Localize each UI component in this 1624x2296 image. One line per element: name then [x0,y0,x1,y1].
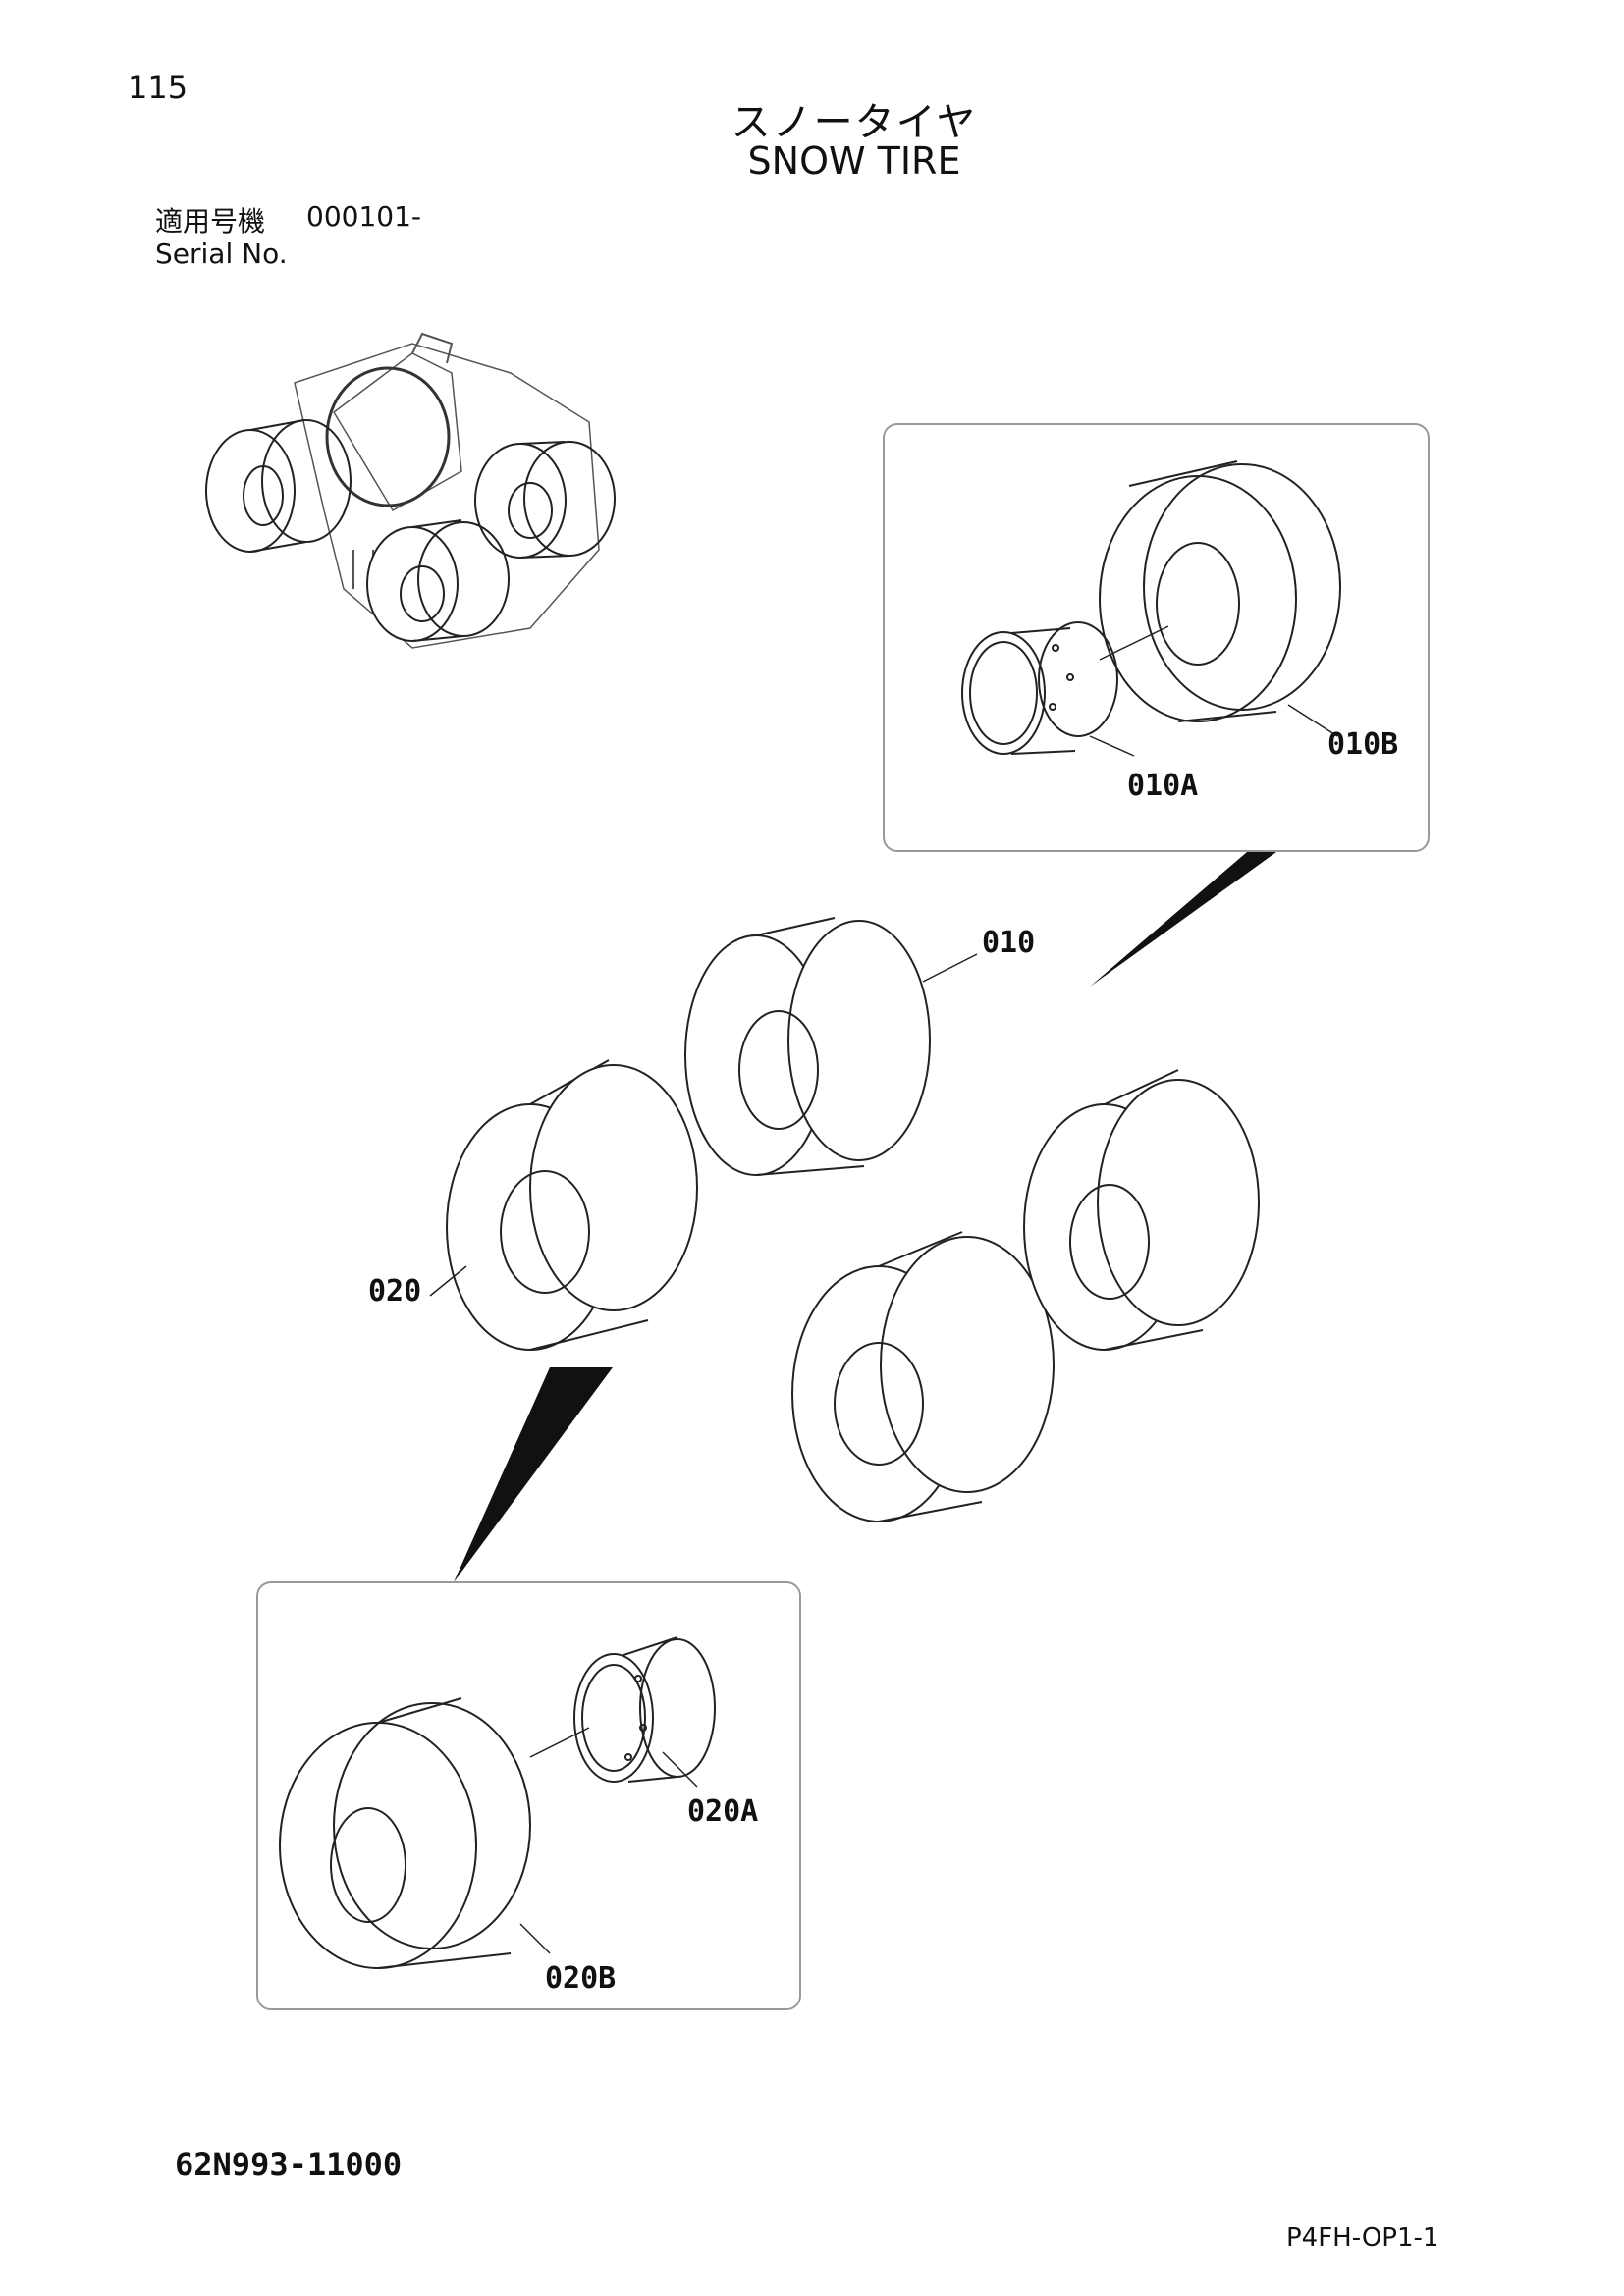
tire-020B-drawing [279,1697,531,1969]
tire-rear-right [1023,1069,1260,1351]
serial-number-value: 000101- [306,200,421,233]
serial-label-english: Serial No. [155,238,288,270]
tire-020-assembly [429,1059,698,1351]
page-title-japanese: スノータイヤ [731,100,978,145]
vehicle-location-thumbnail [205,332,616,649]
leader-010A [1089,735,1135,757]
tire-rear-left [791,1231,1055,1522]
document-number: 62N993-11000 [175,2146,403,2183]
serial-label-japanese: 適用号機 [155,205,266,238]
detail-box-010 [883,423,1430,852]
callout-010B: 010B [1327,727,1398,762]
tire-010-assembly [684,917,978,1176]
callout-020B: 020B [545,1961,616,1996]
callout-020: 020 [368,1274,421,1308]
leader-020A [662,1751,698,1788]
callout-010: 010 [982,926,1035,960]
tire-010B-drawing [1099,475,1297,722]
wheel-rim-010A-drawing [961,621,1118,755]
leader-020B [519,1923,551,1954]
pointer-to-detail-010 [1090,852,1276,987]
leader-010B [1287,704,1338,737]
callout-020A: 020A [687,1794,758,1829]
callout-010A: 010A [1127,769,1198,803]
leader-020 [429,1265,467,1297]
page-number: 115 [128,69,189,106]
pointer-to-detail-020 [454,1367,613,1582]
page-code: P4FH-OP1-1 [1286,2223,1439,2253]
page-title-english: SNOW TIRE [747,139,961,183]
detail-box-020 [256,1581,801,2010]
leader-010 [922,953,978,983]
wheel-rim-020A-drawing [573,1636,716,1783]
